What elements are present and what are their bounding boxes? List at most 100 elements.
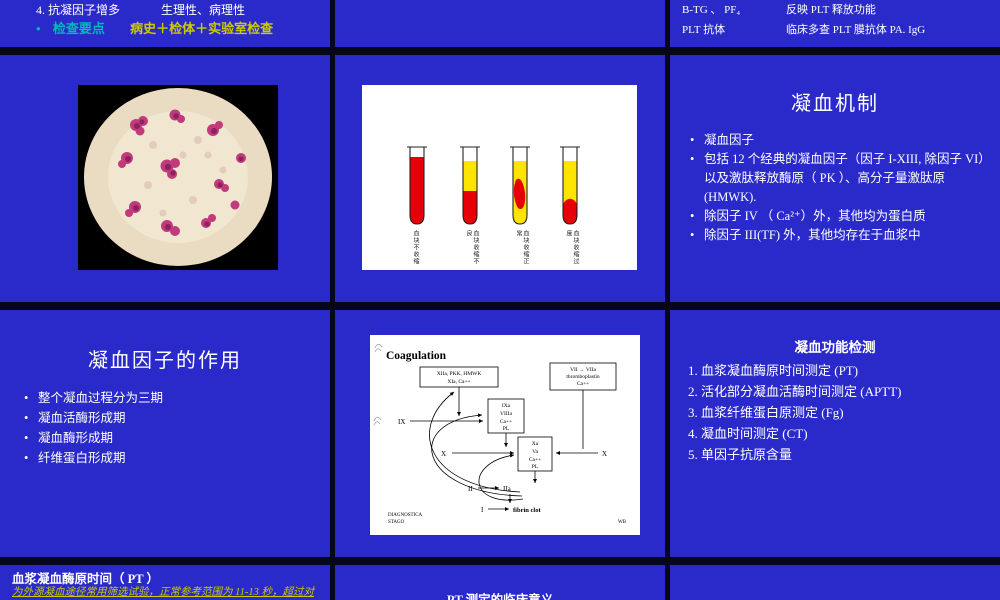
slide-thumb-4[interactable] xyxy=(0,55,330,302)
bullet-icon: • xyxy=(690,152,695,166)
coagulation-cascade-diagram: Coagulation xyxy=(370,335,640,535)
list-item: 2. 活化部分凝血活酶时间测定 (APTT) xyxy=(688,384,902,399)
slide-title: 血浆凝血酶原时间（ PT ） xyxy=(12,572,159,586)
tube-outlines xyxy=(407,146,580,225)
numbered-list: 1. 血浆凝血酶原时间测定 (PT) 2. 活化部分凝血活酶时间测定 (APTT… xyxy=(688,360,994,465)
test-tube-2 xyxy=(463,161,477,224)
bullet-icon: • xyxy=(690,209,695,223)
slide-thumb-12[interactable] xyxy=(670,565,1000,600)
fibrin-clot-label: fibrin clot xyxy=(513,507,541,514)
bullet-icon: • xyxy=(24,431,29,445)
list-item-text: 4. 抗凝因子增多 xyxy=(36,3,121,17)
slide-title: 凝血功能检测 xyxy=(794,340,876,355)
blood-smear-image xyxy=(78,85,278,270)
corner-label: WB xyxy=(618,520,627,525)
bullet-text: 凝血活酶形成期 xyxy=(38,411,126,425)
exam-points-line: • 检查要点 病史＋检体＋实验室检查 xyxy=(36,18,273,37)
annotation-mark xyxy=(373,416,382,426)
red-cells xyxy=(144,136,227,217)
slide-thumb-10[interactable]: 血浆凝血酶原时间（ PT ） 为外源凝血途径常用筛选试验，正常参考范围为 11-… xyxy=(0,565,330,600)
slide-thumb-5[interactable]: 血块不收缩 血块收缩不良 血块收缩正常 血块收缩过度 xyxy=(335,55,665,302)
bullet-text: 除因子 III(TF) 外，其他均存在于血浆中 xyxy=(704,228,921,242)
factor-labels: IX X X II IIa I xyxy=(398,418,607,514)
svg-text:Ca++: Ca++ xyxy=(529,457,541,463)
bullet-item: • 凝血因子 xyxy=(690,131,992,150)
bullet-icon: • xyxy=(690,228,695,242)
brand-label: STAGO xyxy=(388,520,405,525)
bullet-item: • 包括 12 个经典的凝血因子（因子 I-XIII, 除因子 VI）以及激肽释… xyxy=(690,150,992,207)
exam-key-label: 检查要点 xyxy=(52,21,105,36)
bullet-list: • 凝血因子 • 包括 12 个经典的凝血因子（因子 I-XIII, 除因子 V… xyxy=(690,131,992,245)
bullet-item: • 凝血活酶形成期 xyxy=(24,408,322,428)
slide-thumb-1[interactable]: 4. 抗凝因子增多 生理性、病理性 • 检查要点 病史＋检体＋实验室检查 xyxy=(0,0,330,47)
bullet-text: 纤维蛋白形成期 xyxy=(38,451,126,465)
diagram-box-labels: XIIa, PKK, HMWK XIa, Ca++ VII → VIIa thr… xyxy=(437,367,600,470)
svg-text:thromboplastin: thromboplastin xyxy=(566,374,600,380)
bullet-icon: • xyxy=(24,411,29,425)
list-item: 5. 单因子抗原含量 xyxy=(688,447,793,462)
bullet-icon: • xyxy=(24,391,29,405)
svg-text:IIa: IIa xyxy=(503,485,512,493)
bullet-text: 包括 12 个经典的凝血因子（因子 I-XIII, 除因子 VI）以及激肽释放酶… xyxy=(704,152,991,204)
bullet-text: 凝血因子 xyxy=(704,133,755,147)
svg-text:X: X xyxy=(441,450,446,458)
tube-label: 血块收缩正常 xyxy=(515,230,528,265)
slide-thumb-8[interactable]: Coagulation xyxy=(335,310,665,557)
diagram-title: Coagulation xyxy=(386,350,447,362)
svg-text:Ca++: Ca++ xyxy=(577,381,589,387)
slide-title: 凝血因子的作用 xyxy=(88,350,242,372)
desc-cell: 反映 PLT 释放功能 xyxy=(786,4,876,16)
clot-retraction-image: 血块不收缩 血块收缩不良 血块收缩正常 血块收缩过度 xyxy=(362,85,637,270)
slide-thumb-7[interactable]: 凝血因子的作用 • 整个凝血过程分为三期 • 凝血活酶形成期 • 凝血酶形成期 … xyxy=(0,310,330,557)
test-tube-4 xyxy=(563,161,577,224)
table-row: B-TG 、 PF₄ 反映 PLT 释放功能 xyxy=(682,1,998,17)
annotation-mark xyxy=(374,343,383,353)
bullet-list: • 整个凝血过程分为三期 • 凝血活酶形成期 • 凝血酶形成期 • 纤维蛋白形成… xyxy=(24,388,322,468)
svg-text:Ca++: Ca++ xyxy=(500,419,512,425)
svg-text:XIa, Ca++: XIa, Ca++ xyxy=(447,379,470,385)
slide-title: PT 测定的临床意义 xyxy=(446,593,554,600)
tube-label: 血块收缩过度 xyxy=(565,230,578,265)
exam-key-value: 病史＋检体＋实验室检查 xyxy=(130,21,274,36)
desc-cell: 临床多查 PLT 膜抗体 PA. IgG xyxy=(786,24,926,36)
bullet-item: • 凝血酶形成期 xyxy=(24,428,322,448)
bullet-text: 整个凝血过程分为三期 xyxy=(38,391,164,405)
table-row: PLT 抗体 临床多查 PLT 膜抗体 PA. IgG xyxy=(682,21,998,37)
brand-label: DIAGNOSTICA xyxy=(388,513,423,518)
svg-text:PL: PL xyxy=(503,426,510,432)
slide-thumb-6[interactable]: 凝血机制 • 凝血因子 • 包括 12 个经典的凝血因子（因子 I-XIII, … xyxy=(670,55,1000,302)
slide-thumb-11[interactable]: PT 测定的临床意义 xyxy=(335,565,665,600)
cell-nuclei xyxy=(125,113,244,230)
slide-thumb-2[interactable] xyxy=(335,0,665,47)
bullet-icon: • xyxy=(24,451,29,465)
bullet-text: 凝血酶形成期 xyxy=(38,431,114,445)
diagram-lines xyxy=(410,362,617,511)
list-item: 1. 血浆凝血酶原时间测定 (PT) xyxy=(688,363,859,378)
bullet-item: • 除因子 III(TF) 外，其他均存在于血浆中 xyxy=(690,226,992,245)
bullet-icon: • xyxy=(36,21,41,36)
svg-text:Xa: Xa xyxy=(532,441,539,447)
slide-thumb-3[interactable]: B-TG 、 PF₄ 反映 PLT 释放功能 PLT 抗体 临床多查 PLT 膜… xyxy=(670,0,1000,47)
list-item: 3. 血浆纤维蛋白原测定 (Fg) xyxy=(688,405,844,420)
test-tube-3 xyxy=(513,161,527,224)
numbered-list-item: 4. 抗凝因子增多 生理性、病理性 xyxy=(36,1,245,18)
test-tube-1 xyxy=(410,157,424,224)
bullet-item: • 纤维蛋白形成期 xyxy=(24,448,322,468)
svg-text:XIIa, PKK, HMWK: XIIa, PKK, HMWK xyxy=(437,371,482,377)
term-cell: B-TG 、 PF₄ xyxy=(682,4,741,16)
coagulation-diagram-graphic: Coagulation xyxy=(373,343,627,525)
bullet-icon: • xyxy=(690,133,695,147)
test-tubes-graphic xyxy=(407,146,580,225)
svg-text:IXa: IXa xyxy=(502,403,511,409)
svg-text:IX: IX xyxy=(398,418,405,426)
svg-text:Va: Va xyxy=(532,449,538,455)
bullet-item: • 整个凝血过程分为三期 xyxy=(24,388,322,408)
slide-thumb-9[interactable]: 凝血功能检测 1. 血浆凝血酶原时间测定 (PT) 2. 活化部分凝血活酶时间测… xyxy=(670,310,1000,557)
svg-text:I: I xyxy=(481,506,484,514)
bullet-item: • 除因子 IV （ Ca²⁺）外，其他均为蛋白质 xyxy=(690,207,992,226)
svg-text:VII → VIIa: VII → VIIa xyxy=(570,367,596,373)
reference-range-note: 为外源凝血途径常用筛选试验，正常参考范围为 11-13 秒，超过对照值 3 秒以… xyxy=(12,587,314,598)
tube-label: 血块不收缩 xyxy=(412,230,418,265)
svg-text:X: X xyxy=(602,450,607,458)
